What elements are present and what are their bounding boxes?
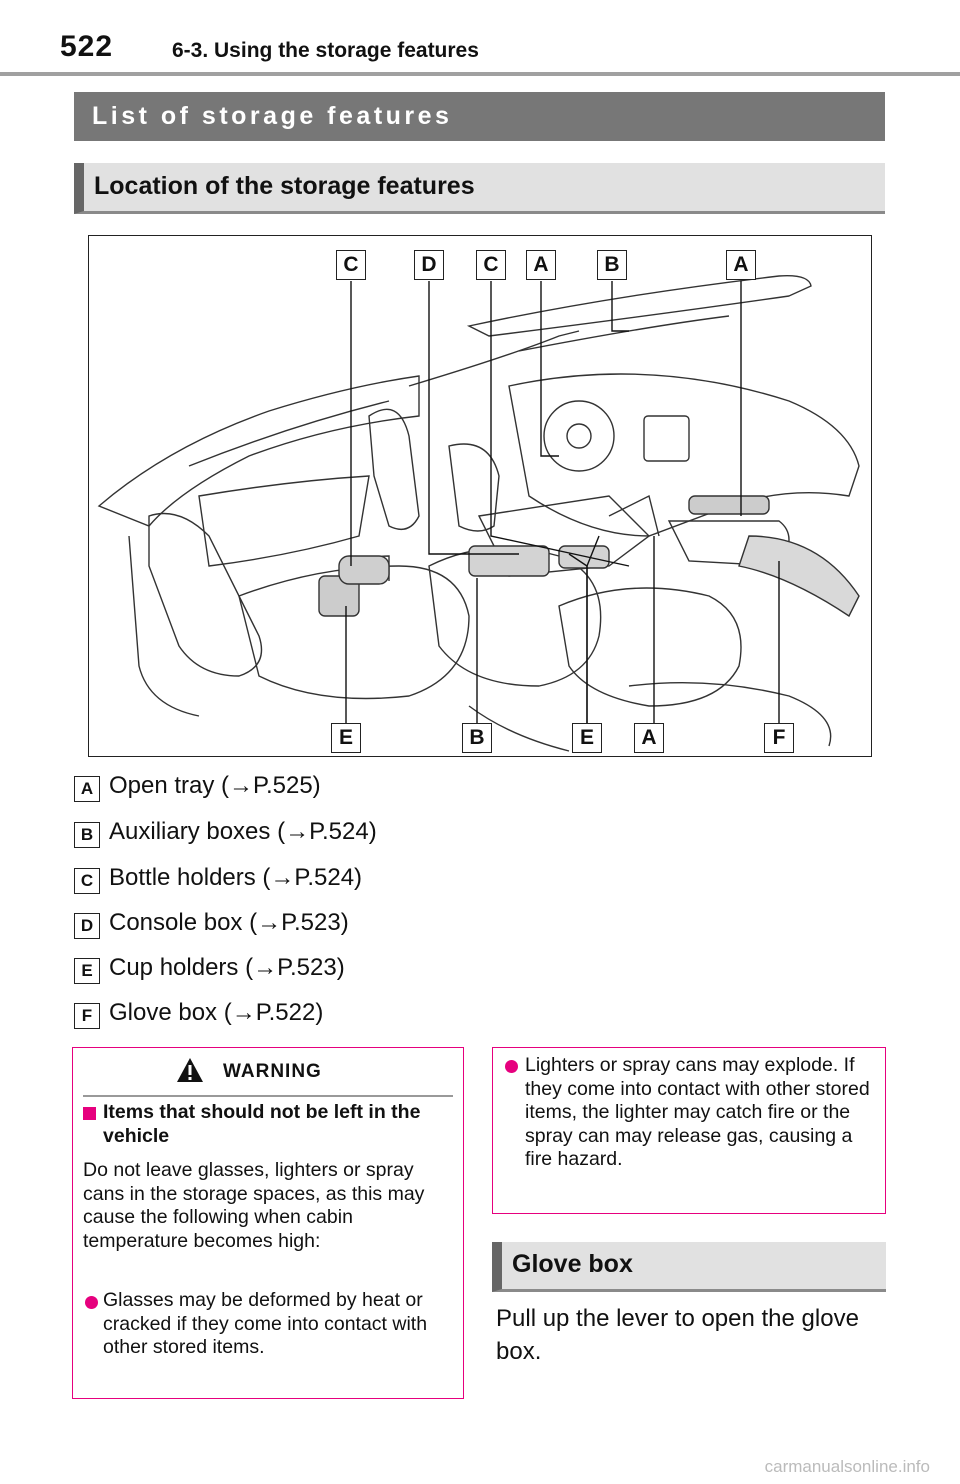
legend-letter: D (74, 913, 100, 939)
legend-letter: B (74, 822, 100, 848)
subsection-title: Location of the storage features (74, 163, 885, 214)
legend-text: Auxiliary boxes (→P.524) (109, 818, 377, 845)
header-divider (0, 72, 960, 76)
warning-bullet: Glasses may be deformed by heat or crack… (103, 1289, 428, 1358)
watermark: carmanualsonline.info (764, 1457, 930, 1476)
legend-letter: E (74, 958, 100, 984)
square-bullet-icon (83, 1107, 96, 1120)
section-title: List of storage features (74, 92, 885, 141)
storage-location-figure: C D C A B A E B E A F (88, 235, 872, 757)
warning-box-continued: Lighters or spray cans may explode. If t… (492, 1047, 886, 1214)
warning-header: WARNING (73, 1048, 463, 1093)
page-number: 522 (60, 30, 114, 63)
warning-heading: Items that should not be left in the veh… (103, 1101, 421, 1147)
warning-triangle-icon (177, 1058, 203, 1082)
legend-text: Glove box (→P.522) (109, 999, 324, 1026)
glove-box-text: Pull up the lever to open the glove box. (496, 1305, 859, 1365)
car-interior-illustration (97, 275, 860, 752)
callout-label-top: C (336, 250, 366, 280)
callout-label-bottom: F (764, 723, 794, 753)
warning-bullet: Lighters or spray cans may explode. If t… (525, 1054, 870, 1170)
legend-text: Cup holders (→P.523) (109, 954, 345, 981)
legend-letter: C (74, 868, 100, 894)
callout-label-top: B (597, 250, 627, 280)
legend-text: Console box (→P.523) (109, 909, 349, 936)
callout-label-bottom: A (634, 723, 664, 753)
callout-label-top: A (726, 250, 756, 280)
warning-title: WARNING (223, 1061, 322, 1082)
bullet-dot-icon (85, 1296, 98, 1309)
bullet-dot-icon (505, 1060, 518, 1073)
warning-body: Do not leave glasses, lighters or spray … (83, 1159, 425, 1252)
callout-label-bottom: E (331, 723, 361, 753)
legend-letter: A (74, 776, 100, 802)
callout-label-bottom: E (572, 723, 602, 753)
callout-label-bottom: B (462, 723, 492, 753)
callout-label-top: C (476, 250, 506, 280)
callout-label-top: D (414, 250, 444, 280)
legend-text: Open tray (→P.525) (109, 772, 321, 799)
glove-box-title: Glove box (492, 1242, 886, 1292)
chapter-title: 6-3. Using the storage features (172, 39, 479, 62)
callout-label-top: A (526, 250, 556, 280)
legend-letter: F (74, 1003, 100, 1029)
legend-text: Bottle holders (→P.524) (109, 864, 363, 891)
warning-box: WARNING Items that should not be left in… (72, 1047, 464, 1399)
warning-divider (83, 1095, 453, 1097)
